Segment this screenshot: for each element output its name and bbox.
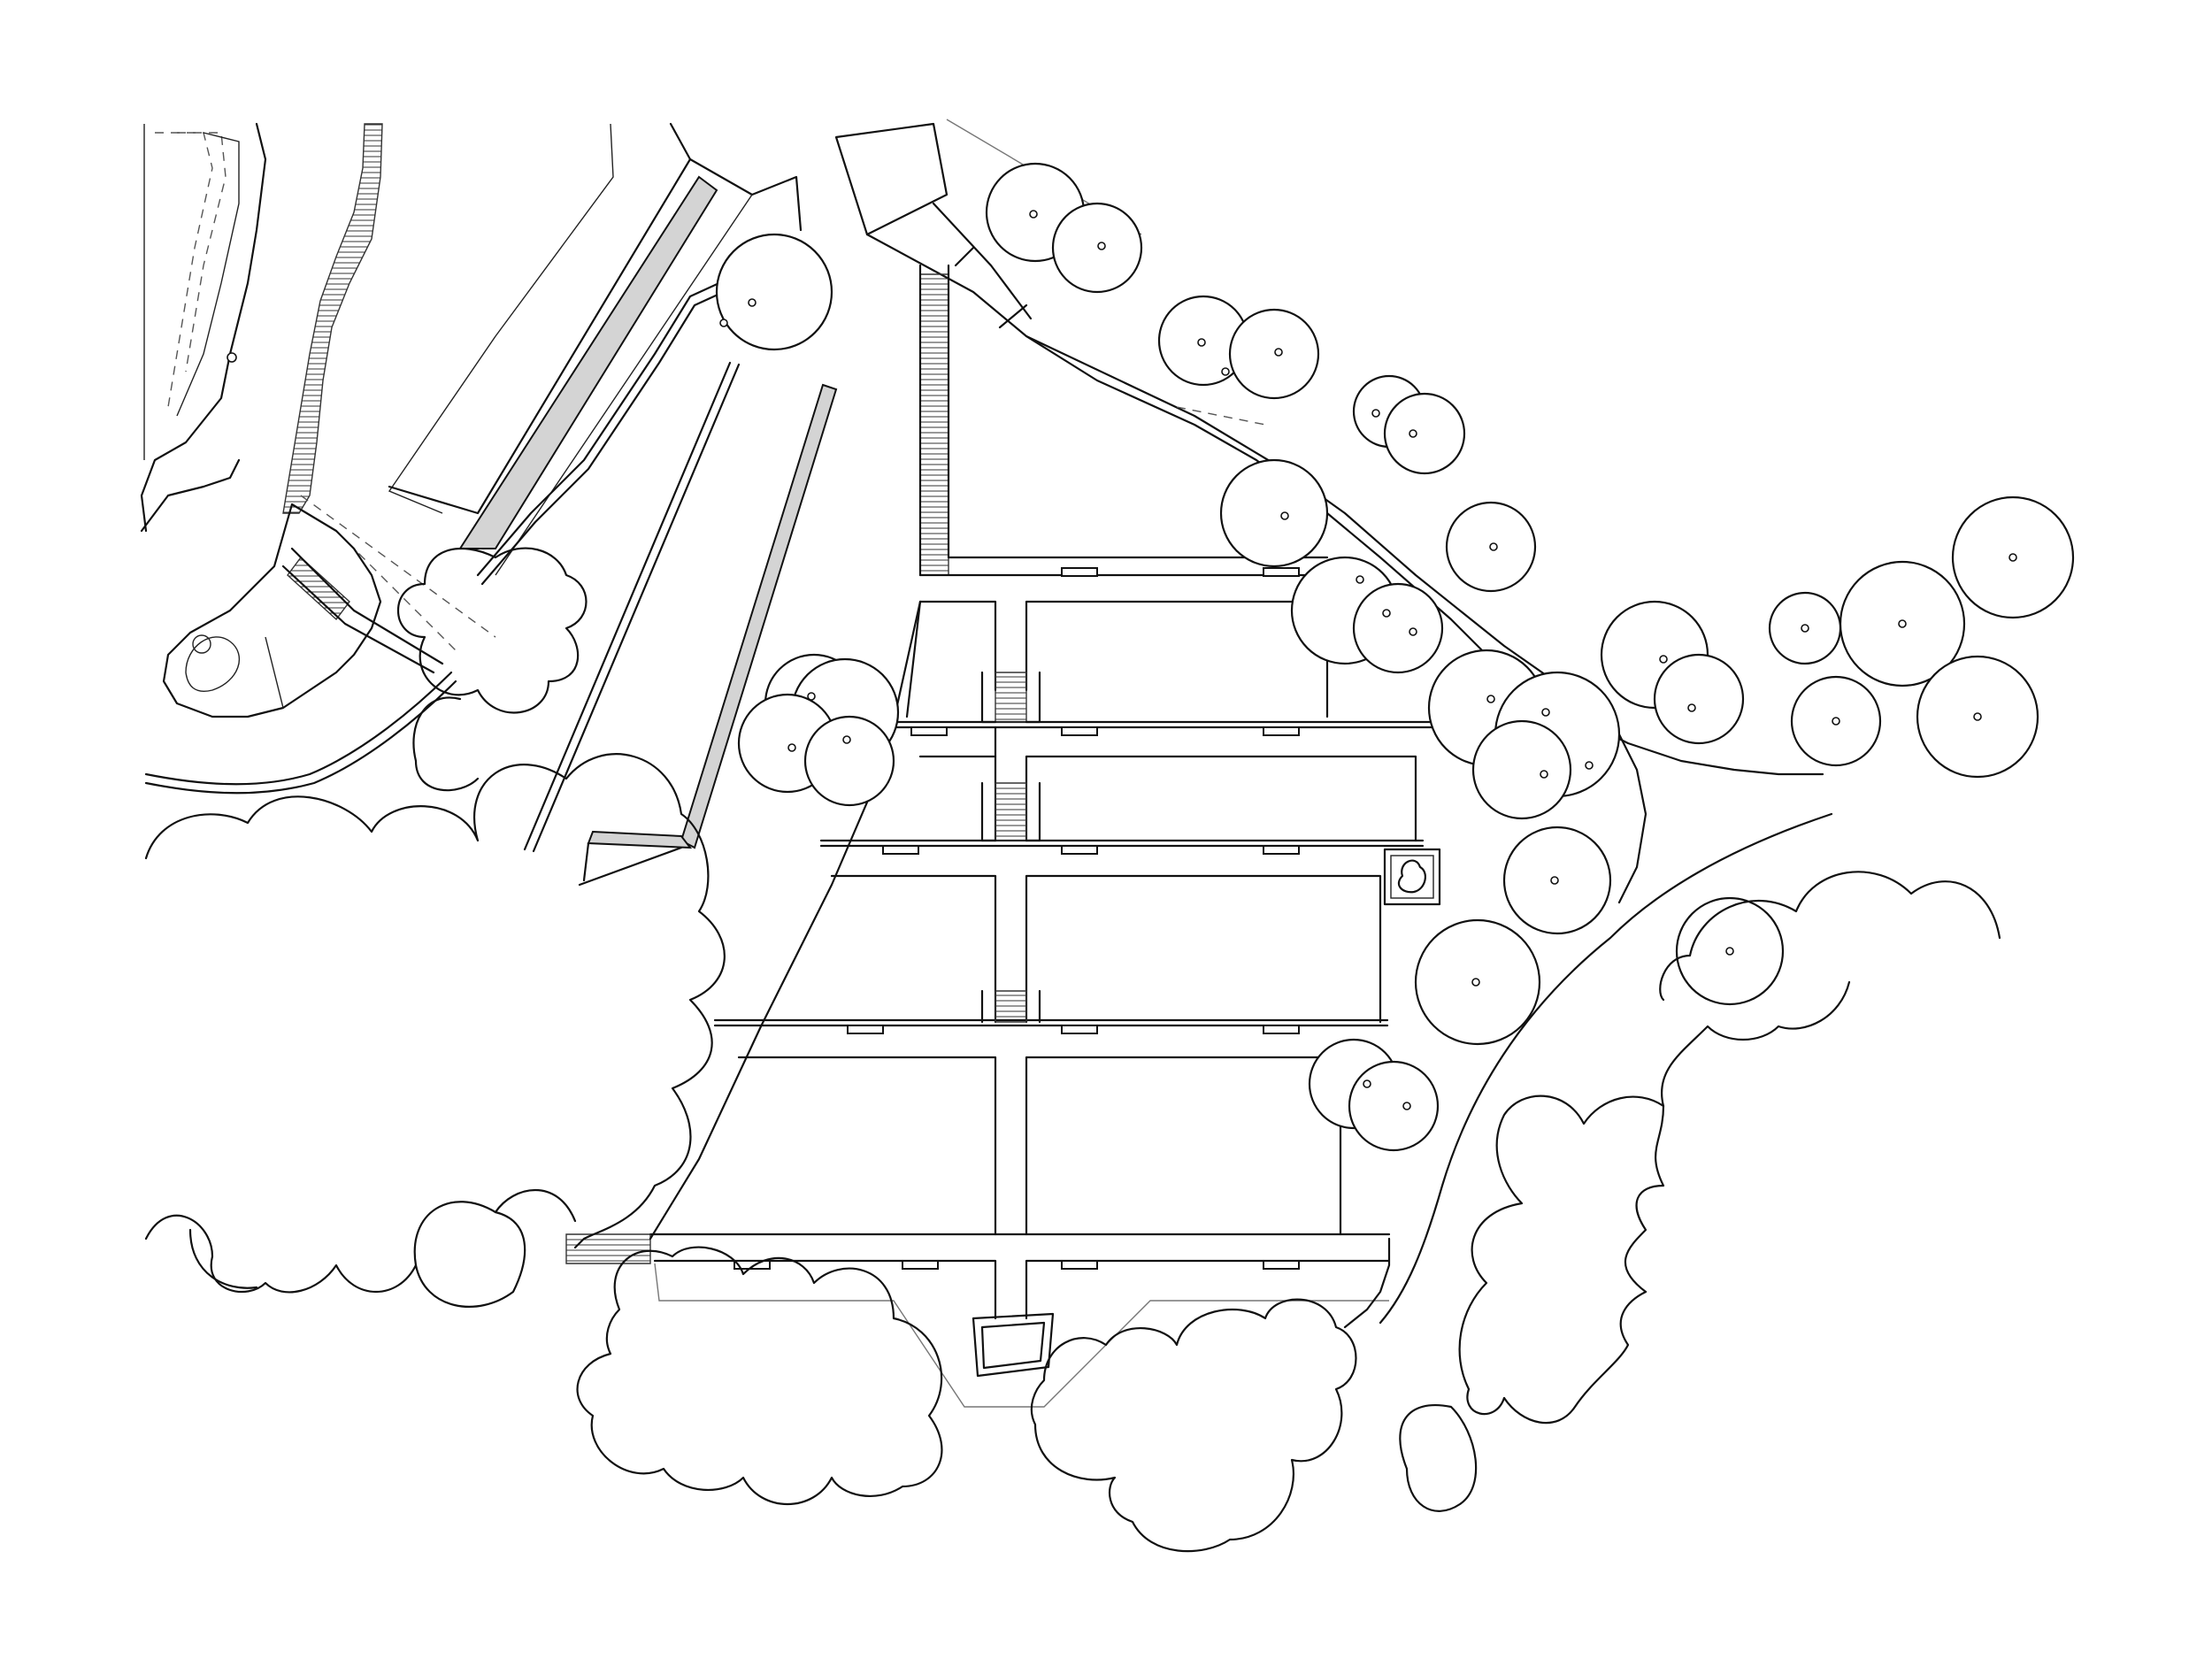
canopy-south [576, 1246, 1478, 1553]
embankment [300, 122, 803, 656]
retaining-wall [144, 671, 457, 795]
rock-outcrop [162, 503, 444, 718]
tree-cluster-east [1219, 458, 1745, 1152]
canopy-west [144, 547, 726, 1308]
tree-cluster-north [985, 162, 1537, 593]
tree-cluster-far-east [1675, 495, 2075, 1006]
access-ramp [834, 119, 1824, 904]
terrace-level-5 [565, 1233, 1391, 1408]
terrace-level-4 [713, 989, 1389, 1236]
tree-cluster-west [715, 233, 900, 807]
approach-walls [476, 246, 838, 887]
canopy-east [1458, 871, 2001, 1425]
riverbank-left [140, 122, 383, 533]
terrace-level-3 [819, 781, 1441, 1024]
central-stair [918, 264, 1329, 577]
terrace-level-2 [864, 671, 1469, 842]
terrace-level-1 [905, 567, 1329, 718]
